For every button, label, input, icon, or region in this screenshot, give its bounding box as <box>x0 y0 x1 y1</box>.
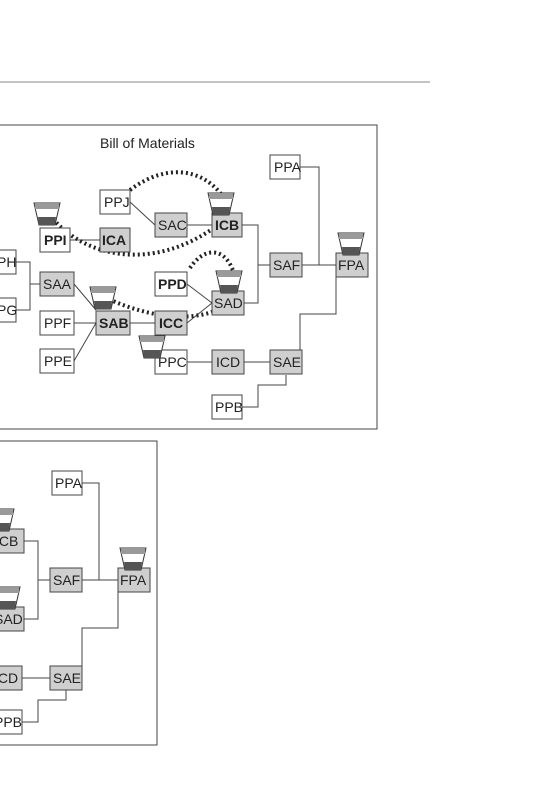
svg-text:ICD: ICD <box>0 670 18 686</box>
node-icd: ICD <box>211 349 245 375</box>
top-diagram-frame <box>0 124 378 430</box>
node-ppj: PPJ <box>99 189 131 215</box>
svg-text:FPA: FPA <box>120 572 147 588</box>
svg-text:PPC: PPC <box>158 354 187 370</box>
buffer-funnel-icon <box>138 335 166 359</box>
svg-text:SAF: SAF <box>273 257 300 273</box>
node-ppe: PPE <box>39 348 75 374</box>
svg-text:PPB: PPB <box>215 399 243 415</box>
svg-text:SAC: SAC <box>158 217 187 233</box>
node-ppf: PPF <box>39 310 75 336</box>
node-ppa: PPA <box>269 154 302 180</box>
svg-text:SAE: SAE <box>273 354 301 370</box>
buffer-funnel-icon <box>337 232 365 256</box>
buffer-funnel-icon <box>215 270 243 294</box>
svg-text:SAD: SAD <box>0 611 23 627</box>
bottom-diagram-frame <box>0 440 158 746</box>
svg-text:PG: PG <box>0 302 17 318</box>
buffer-funnel-icon <box>119 547 147 571</box>
svg-text:PPA: PPA <box>274 159 302 175</box>
svg-text:PPB: PPB <box>0 714 22 730</box>
trace-path <box>48 213 220 257</box>
svg-text:SAF: SAF <box>53 572 80 588</box>
top-diagram: Bill of Materials <box>0 124 378 430</box>
svg-text:PPD: PPD <box>158 276 187 292</box>
trace-path <box>99 293 239 319</box>
top-connectors <box>16 166 337 408</box>
node-sad: SAD <box>211 290 245 316</box>
node-sab: SAB <box>95 310 131 336</box>
diagram-title: Bill of Materials <box>100 135 195 151</box>
svg-text:ICB: ICB <box>215 217 239 233</box>
node-icb: ICB <box>211 212 243 238</box>
svg-text:ICA: ICA <box>102 232 126 248</box>
node-ica: ICA <box>99 227 131 253</box>
svg-text:ICD: ICD <box>216 354 240 370</box>
svg-text:SAE: SAE <box>53 670 81 686</box>
node-ppi: PPI <box>39 227 71 253</box>
node-ppb: PPB <box>211 394 243 420</box>
node-sac: SAC <box>154 212 188 238</box>
svg-text:SAD: SAD <box>214 295 243 311</box>
svg-text:ICB: ICB <box>0 533 18 549</box>
node-sad: SAD <box>0 606 25 632</box>
svg-text:ICC: ICC <box>159 315 183 331</box>
node-sae: SAE <box>269 349 303 375</box>
buffer-funnel-icon <box>207 192 235 216</box>
node-pg: PG <box>0 297 17 323</box>
svg-text:PPA: PPA <box>55 475 83 491</box>
trace-path <box>128 170 230 206</box>
bottom-diagram: PPA ICB SAF FPA SAD ICD SAE PPB <box>0 440 158 746</box>
node-ph: PH <box>0 249 17 275</box>
buffer-funnel-icon <box>0 508 15 532</box>
svg-text:PPF: PPF <box>44 315 71 331</box>
svg-text:PH: PH <box>0 254 16 270</box>
node-icb: ICB <box>0 528 25 554</box>
svg-text:PPI: PPI <box>44 232 67 248</box>
node-icc: ICC <box>154 310 188 336</box>
buffer-funnel-icon <box>89 286 117 310</box>
svg-text:SAB: SAB <box>99 315 129 331</box>
node-saf: SAF <box>269 252 303 278</box>
node-ppb: PPB <box>0 709 23 735</box>
node-fpa: FPA <box>117 567 151 593</box>
svg-text:SAA: SAA <box>43 276 72 292</box>
node-fpa: FPA <box>335 252 369 278</box>
node-ppa: PPA <box>51 470 83 496</box>
node-ppd: PPD <box>154 271 188 297</box>
svg-text:FPA: FPA <box>338 257 365 273</box>
node-saf: SAF <box>49 567 83 593</box>
node-icd: ICD <box>0 665 23 691</box>
buffer-funnel-icon <box>0 586 21 610</box>
svg-text:PPJ: PPJ <box>104 194 130 210</box>
node-saa: SAA <box>39 271 75 297</box>
bottom-connectors <box>22 482 119 723</box>
svg-text:PPE: PPE <box>44 353 72 369</box>
node-sae: SAE <box>49 665 83 691</box>
buffer-funnel-icon <box>33 202 61 226</box>
